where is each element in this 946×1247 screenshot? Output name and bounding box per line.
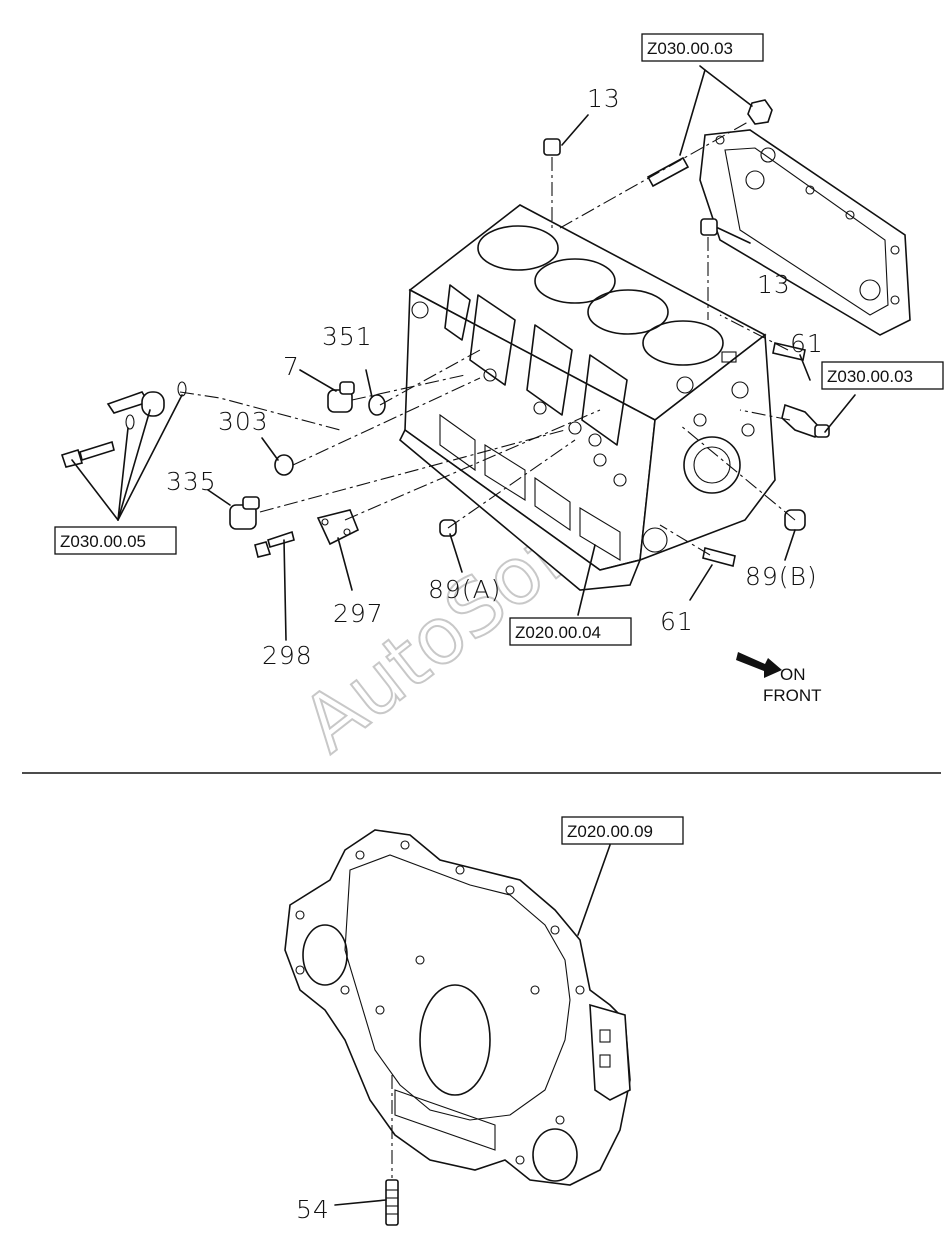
ref-z030-right-text: Z030.00.03: [827, 367, 913, 386]
label-54: 54: [296, 1195, 330, 1224]
ref-z020-09-text: Z020.00.09: [567, 822, 653, 841]
label-7: 7: [283, 352, 300, 381]
label-303: 303: [218, 407, 269, 436]
ref-box-z020-04[interactable]: Z020.00.04: [509, 617, 632, 646]
label-89b: 89(B): [745, 562, 818, 591]
front-label-line2: FRONT: [763, 686, 822, 705]
front-arrow-icon: [736, 652, 782, 678]
ref-box-z020-09[interactable]: Z020.00.09: [561, 816, 684, 845]
label-297: 297: [333, 599, 384, 628]
label-351: 351: [322, 322, 373, 351]
label-13-top: 13: [587, 84, 621, 113]
ref-z030-05-text: Z030.00.05: [60, 532, 146, 551]
ref-z030-top-text: Z030.00.03: [647, 39, 733, 58]
oil-cooler-cover-drawing: [699, 129, 911, 336]
label-298: 298: [262, 641, 313, 670]
front-direction-indicator: ON FRONT: [736, 652, 822, 705]
label-61-top: 61: [790, 329, 824, 358]
lower-part-labels: 54: [296, 1195, 330, 1224]
lower-leader-lines: [334, 844, 611, 1206]
ref-box-z030-right[interactable]: Z030.00.03: [821, 361, 944, 390]
label-89a: 89(A): [428, 575, 501, 604]
ref-box-z030-05[interactable]: Z030.00.05: [54, 526, 177, 555]
ref-z020-04-text: Z020.00.04: [515, 623, 601, 642]
upper-leader-lines: [71, 65, 856, 641]
label-335: 335: [166, 467, 217, 496]
front-label-line1: ON: [780, 665, 806, 684]
label-61-bottom: 61: [660, 607, 694, 636]
upper-part-labels: 13 13 351 7 303 335 297 298 61 61 89(A) …: [166, 84, 824, 670]
flywheel-housing-drawing: [284, 829, 631, 1226]
ref-box-z030-top[interactable]: Z030.00.03: [641, 33, 764, 62]
label-13-mid: 13: [757, 270, 791, 299]
